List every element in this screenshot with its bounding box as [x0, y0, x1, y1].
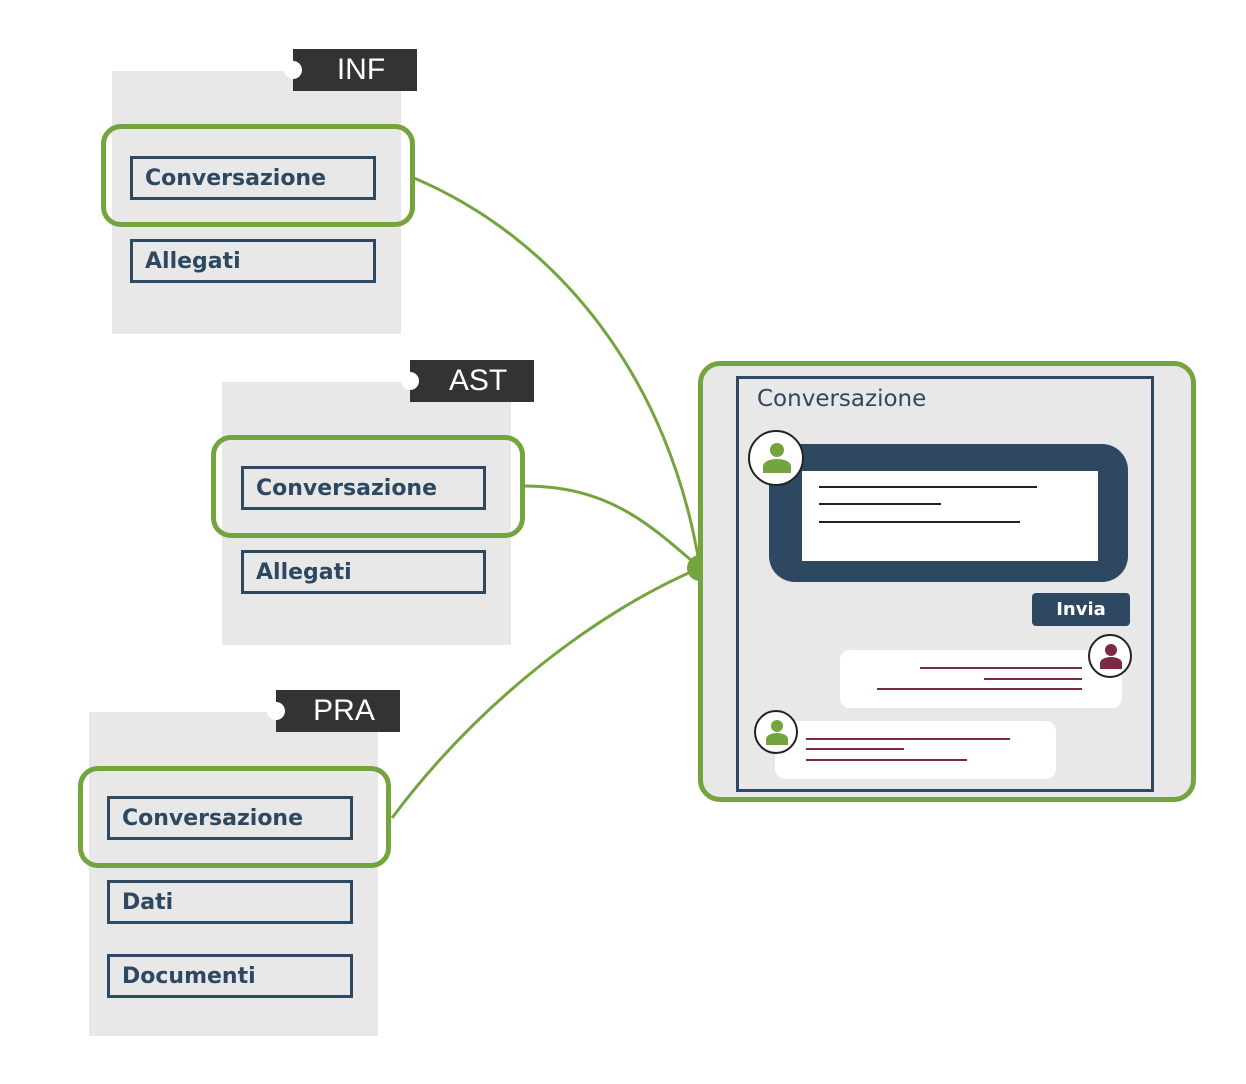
tag-notch [267, 702, 285, 720]
message-line [877, 688, 1082, 690]
send-button[interactable]: Invia [1032, 593, 1130, 626]
message-input[interactable] [802, 471, 1098, 561]
tag-notch [284, 61, 302, 79]
connector-inf [413, 176, 702, 569]
user-icon [748, 430, 804, 486]
text-line [819, 521, 1020, 523]
inf-allegati-item[interactable]: Allegati [130, 239, 376, 283]
text-line [819, 486, 1037, 488]
avatar-head [771, 720, 783, 732]
message-line [984, 678, 1082, 680]
connector-ast [523, 484, 701, 570]
tag-notch [401, 372, 419, 390]
avatar-body [766, 733, 788, 745]
pra-tag: PRA [267, 690, 400, 732]
message-line [806, 738, 1010, 740]
pra-conversazione-item[interactable]: Conversazione [107, 796, 353, 840]
conversation-title: Conversazione [757, 386, 927, 412]
avatar-head [1105, 644, 1117, 656]
connector-pra [390, 566, 701, 819]
message-line [920, 667, 1082, 669]
inf-tag-label: INF [336, 53, 386, 86]
text-line [819, 503, 941, 505]
avatar-head [770, 443, 784, 457]
inf-panel [112, 71, 401, 334]
ast-allegati-item[interactable]: Allegati [241, 550, 486, 594]
avatar-body [763, 459, 791, 473]
inf-conversazione-item[interactable]: Conversazione [130, 156, 376, 200]
message-line [806, 748, 904, 750]
user-icon [754, 710, 798, 754]
ast-tag: AST [401, 360, 534, 402]
pra-tag-label: PRA [313, 694, 375, 727]
ast-tag-label: AST [448, 364, 508, 397]
ast-panel [222, 382, 511, 645]
ast-conversazione-item[interactable]: Conversazione [241, 466, 486, 510]
message-bubble-sent [775, 721, 1056, 779]
user-icon [1088, 634, 1132, 678]
inf-tag: INF [284, 49, 417, 91]
avatar-body [1100, 657, 1122, 669]
message-line [806, 759, 967, 761]
pra-documenti-item[interactable]: Documenti [107, 954, 353, 998]
pra-dati-item[interactable]: Dati [107, 880, 353, 924]
